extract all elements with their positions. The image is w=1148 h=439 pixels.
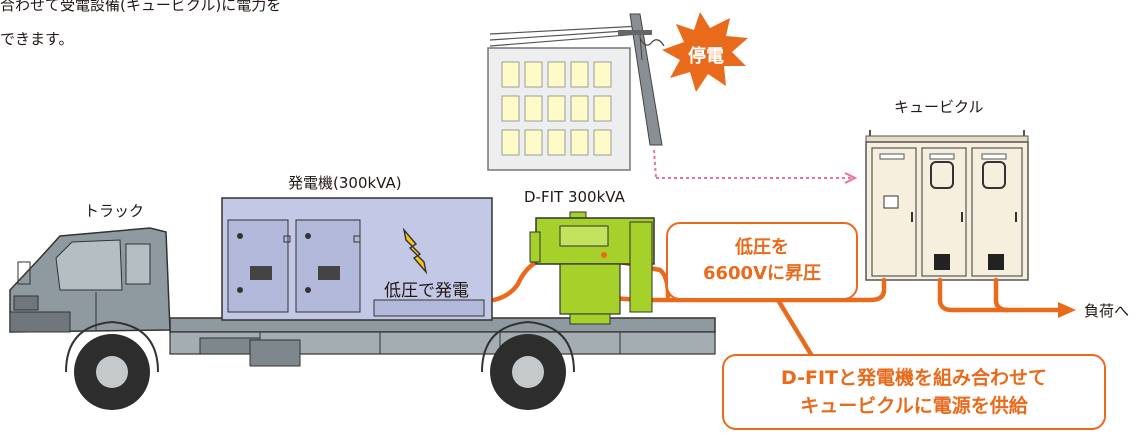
explosion-burst-icon (662, 12, 748, 92)
truck (9, 227, 716, 410)
dfit-label: D-FIT 300kVA (524, 188, 625, 206)
truck-label: トラック (84, 202, 145, 220)
power-lines (489, 25, 641, 47)
cubicle-label: キュービクル (894, 98, 984, 116)
supply-callout-line2: キュービクルに電源を供給 (800, 395, 1028, 417)
boost-callout-line2: 6600Vに昇圧 (702, 263, 822, 284)
utility-pole (618, 13, 665, 146)
supply-callout: D-FITと発電機を組み合わせて キュービクルに電源を供給 (722, 354, 1106, 430)
boost-callout: 低圧を 6600Vに昇圧 (666, 222, 858, 300)
intro-text-line1: 合わせて受電設備(キュービクル)に電力を (0, 0, 282, 14)
supply-callout-line1: D-FITと発電機を組み合わせて (780, 367, 1048, 389)
arrow-right-icon (1058, 302, 1076, 318)
outage-dotted-arrow (653, 149, 858, 184)
lightning-icon (402, 227, 428, 275)
outage-label: 停電 (688, 45, 724, 67)
generator (221, 197, 493, 321)
cubicle (865, 130, 1029, 281)
intro-text-line2: できます。 (0, 30, 74, 48)
boost-callout-line1: 低圧を (735, 237, 789, 258)
low-voltage-generation-label: 低圧で発電 (384, 281, 469, 301)
dfit-unit (529, 211, 655, 325)
building (487, 47, 631, 171)
to-load-label: 負荷へ (1084, 302, 1130, 320)
generator-label: 発電機(300kVA) (288, 174, 402, 192)
